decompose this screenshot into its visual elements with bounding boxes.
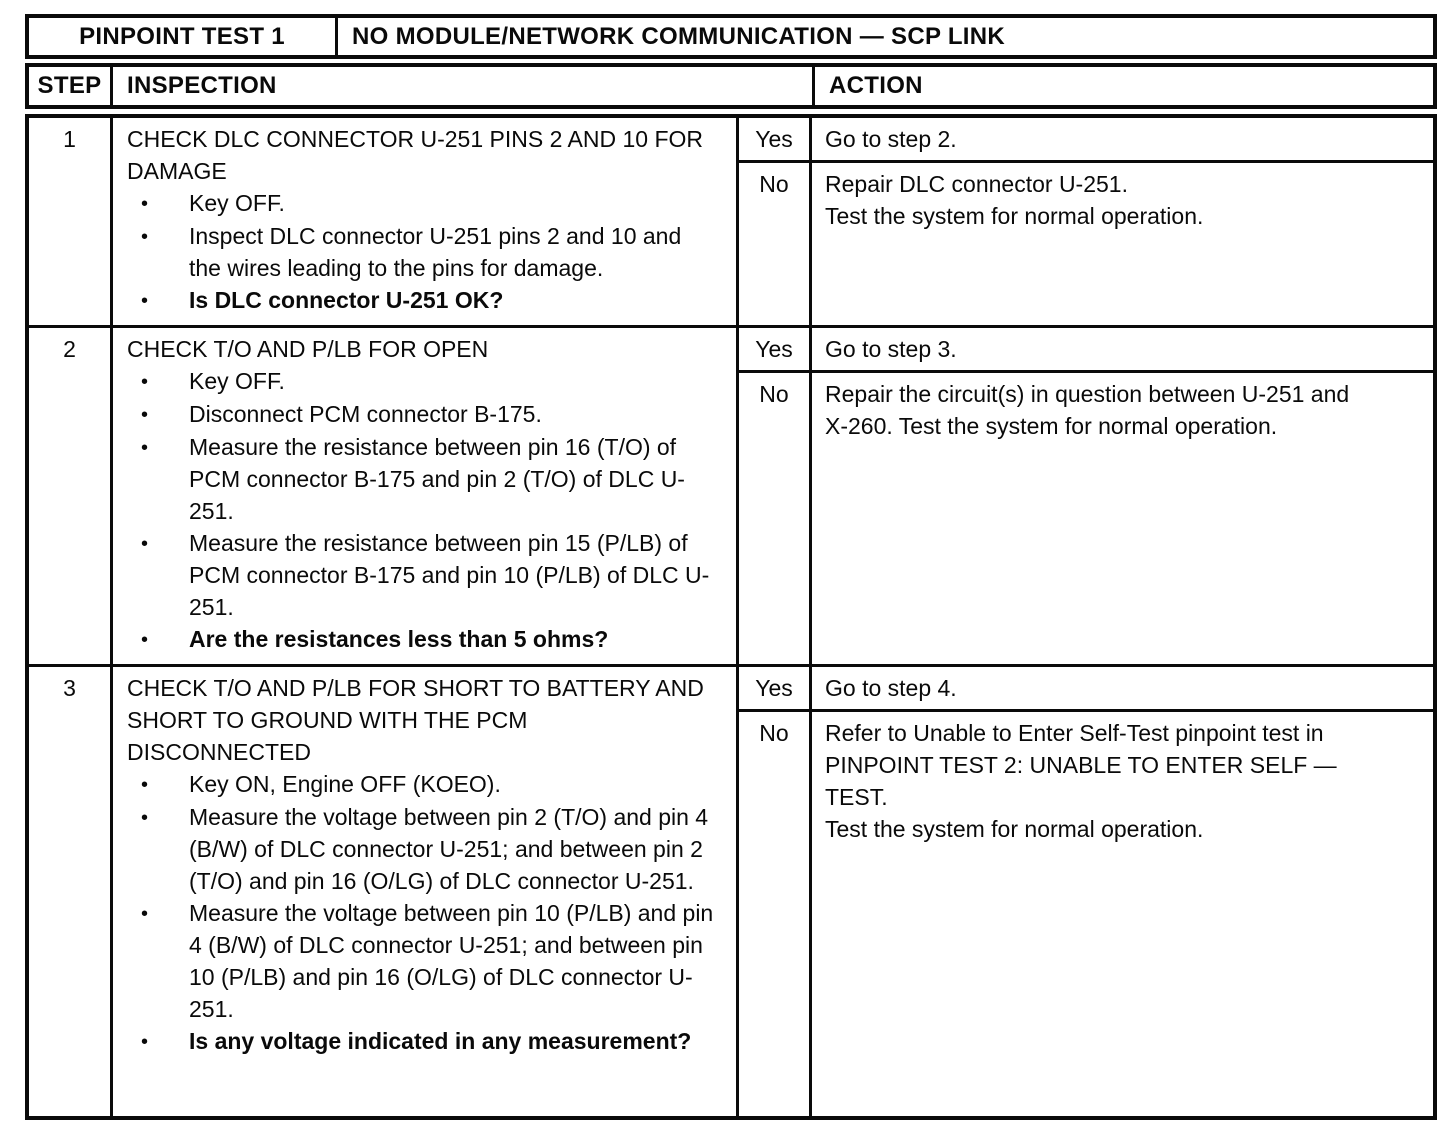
no-row: No Refer to Unable to Enter Self-Test pi… [739,712,1433,1116]
table-body: 1 CHECK DLC CONNECTOR U-251 PINS 2 AND 1… [25,114,1437,1120]
bullet-text: Disconnect PCM connector B-175. [189,401,542,427]
bullet-icon: • [141,226,149,248]
yes-label: Yes [739,328,812,373]
step-number: 3 [29,667,113,1116]
yes-row: Yes Go to step 4. [739,667,1433,712]
step-number: 2 [29,328,113,664]
yes-action: Go to step 2. [825,126,957,152]
bullet-icon: • [141,903,149,925]
inspection-title: CHECK T/O AND P/LB FOR OPEN [127,336,489,362]
inspection-bullet: • Is any voltage indicated in any measur… [127,1025,716,1058]
bullet-icon: • [141,290,149,312]
bullet-icon: • [141,437,149,459]
inspection-cell: CHECK T/O AND P/LB FOR OPEN • Key OFF. •… [113,328,739,664]
bullet-icon: • [141,629,149,651]
inspection-cell: CHECK T/O AND P/LB FOR SHORT TO BATTERY … [113,667,739,1116]
step-column-header: STEP [29,67,113,105]
yes-row: Yes Go to step 2. [739,118,1433,163]
step-number: 1 [29,118,113,325]
bullet-text: Is any voltage indicated in any measurem… [189,1028,692,1054]
inspection-bullet: • Key ON, Engine OFF (KOEO). [127,768,716,801]
no-row: No Repair the circuit(s) in question bet… [739,373,1433,664]
inspection-bullet: • Is DLC connector U-251 OK? [127,284,716,317]
no-label: No [739,373,812,664]
no-action: Refer to Unable to Enter Self-Test pinpo… [825,720,1337,842]
action-section: Yes Go to step 4. No Refer to Unable to … [739,667,1433,1116]
no-label: No [739,712,812,1116]
inspection-bullet: • Measure the resistance between pin 16 … [127,431,716,527]
bullet-icon: • [141,807,149,829]
step-row: 1 CHECK DLC CONNECTOR U-251 PINS 2 AND 1… [29,118,1433,325]
inspection-bullet-list: • Key OFF. • Inspect DLC connector U-251… [127,187,716,317]
yes-action: Go to step 3. [825,336,957,362]
inspection-bullet: • Are the resistances less than 5 ohms? [127,623,716,656]
bullet-text: Inspect DLC connector U-251 pins 2 and 1… [189,223,682,281]
bullet-icon: • [141,774,149,796]
bullet-icon: • [141,371,149,393]
action-section: Yes Go to step 3. No Repair the circuit(… [739,328,1433,664]
inspection-bullet: • Key OFF. [127,187,716,220]
yes-row: Yes Go to step 3. [739,328,1433,373]
inspection-bullet: • Measure the voltage between pin 10 (P/… [127,897,716,1025]
inspection-title: CHECK DLC CONNECTOR U-251 PINS 2 AND 10 … [127,126,703,184]
bullet-icon: • [141,533,149,555]
yes-action: Go to step 4. [825,675,957,701]
table-title-row: PINPOINT TEST 1 NO MODULE/NETWORK COMMUN… [25,14,1437,59]
bullet-text: Are the resistances less than 5 ohms? [189,626,609,652]
pinpoint-test-table: PINPOINT TEST 1 NO MODULE/NETWORK COMMUN… [25,14,1437,1120]
bullet-text: Measure the resistance between pin 16 (T… [189,434,685,524]
inspection-title: CHECK T/O AND P/LB FOR SHORT TO BATTERY … [127,675,704,765]
no-action: Repair DLC connector U-251. Test the sys… [825,171,1204,229]
no-action: Repair the circuit(s) in question betwee… [825,381,1350,439]
inspection-column-header: INSPECTION [113,67,815,105]
inspection-bullet: • Key OFF. [127,365,716,398]
test-id-cell: PINPOINT TEST 1 [29,18,338,55]
inspection-bullet: • Inspect DLC connector U-251 pins 2 and… [127,220,716,284]
action-section: Yes Go to step 2. No Repair DLC connecto… [739,118,1433,325]
bullet-text: Measure the resistance between pin 15 (P… [189,530,710,620]
test-name-cell: NO MODULE/NETWORK COMMUNICATION — SCP LI… [352,22,1006,50]
bullet-text: Measure the voltage between pin 10 (P/LB… [189,900,714,1022]
column-header-row: STEP INSPECTION ACTION [25,63,1437,109]
step-row: 2 CHECK T/O AND P/LB FOR OPEN • Key OFF.… [29,325,1433,664]
bullet-text: Key ON, Engine OFF (KOEO). [189,771,501,797]
bullet-icon: • [141,193,149,215]
inspection-bullet: • Measure the resistance between pin 15 … [127,527,716,623]
inspection-bullet: • Disconnect PCM connector B-175. [127,398,716,431]
inspection-bullet-list: • Key ON, Engine OFF (KOEO). • Measure t… [127,768,716,1058]
bullet-text: Key OFF. [189,368,285,394]
yes-label: Yes [739,118,812,163]
no-label: No [739,163,812,325]
inspection-cell: CHECK DLC CONNECTOR U-251 PINS 2 AND 10 … [113,118,739,325]
bullet-icon: • [141,404,149,426]
step-row: 3 CHECK T/O AND P/LB FOR SHORT TO BATTER… [29,664,1433,1116]
bullet-text: Measure the voltage between pin 2 (T/O) … [189,804,709,894]
yes-label: Yes [739,667,812,712]
bullet-icon: • [141,1031,149,1053]
no-row: No Repair DLC connector U-251. Test the … [739,163,1433,325]
inspection-bullet: • Measure the voltage between pin 2 (T/O… [127,801,716,897]
bullet-text: Key OFF. [189,190,285,216]
action-column-header: ACTION [829,72,923,99]
inspection-bullet-list: • Key OFF. • Disconnect PCM connector B-… [127,365,716,656]
bullet-text: Is DLC connector U-251 OK? [189,287,504,313]
